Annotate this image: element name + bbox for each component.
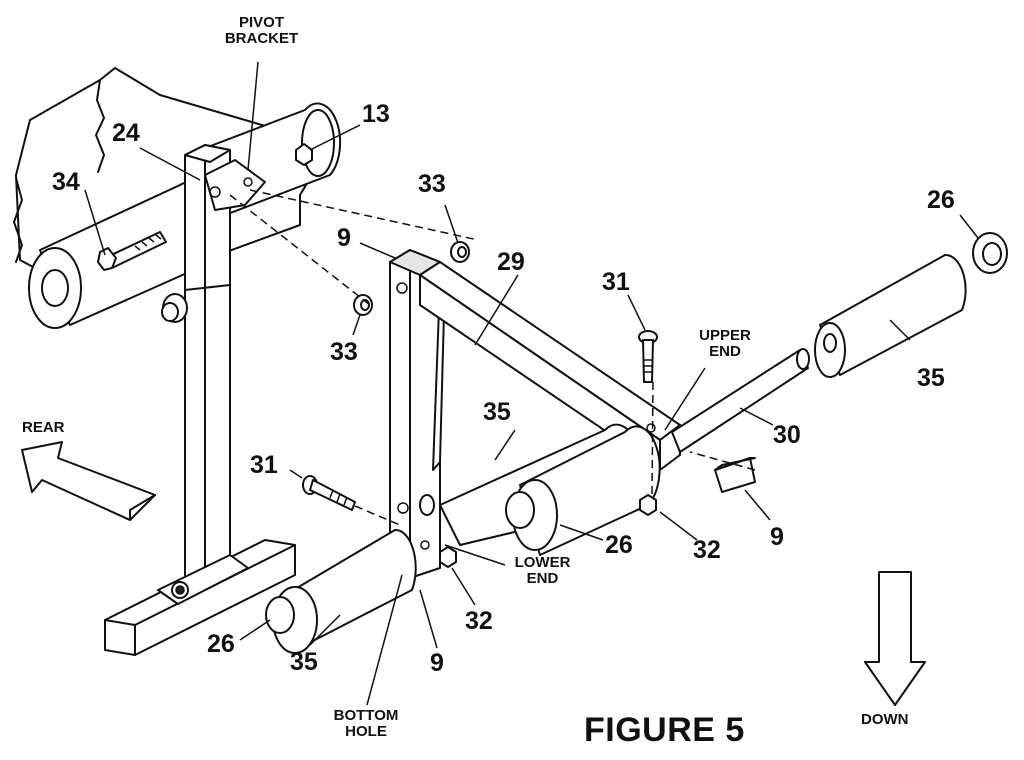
down-label: DOWN xyxy=(861,711,909,728)
part-9-top-label: 9 xyxy=(337,224,351,252)
upper-end-label: UPPER END xyxy=(699,327,751,360)
part-30-label: 30 xyxy=(773,421,801,449)
rear-base-tube xyxy=(104,539,296,656)
part-31-left-label: 31 xyxy=(250,451,278,479)
part-32-right-label: 32 xyxy=(693,536,721,564)
front-upright xyxy=(389,249,446,579)
part-35-mid-label: 35 xyxy=(483,398,511,426)
part-32-bottom-label: 32 xyxy=(465,607,493,635)
part-35-right-label: 35 xyxy=(917,364,945,392)
part-26-right-label: 26 xyxy=(927,186,955,214)
part-24-label: 24 xyxy=(112,119,140,147)
top-tube xyxy=(419,261,681,471)
nut-upper xyxy=(639,494,657,516)
rear-arrow xyxy=(21,441,156,521)
part-9-right-label: 9 xyxy=(770,523,784,551)
part-29-label: 29 xyxy=(497,248,525,276)
pad-tube xyxy=(671,348,810,453)
part-9-bottom-label: 9 xyxy=(430,649,444,677)
leader-lines xyxy=(84,124,979,706)
bolt-upper xyxy=(638,330,658,383)
part-26-left-label: 26 xyxy=(207,630,235,658)
part-33-bottom-label: 33 xyxy=(330,338,358,366)
part-33-top-label: 33 xyxy=(418,170,446,198)
left-roller-pad xyxy=(265,528,417,654)
down-arrow xyxy=(864,571,926,706)
washer-lower xyxy=(353,294,373,316)
right-washer xyxy=(972,232,1008,274)
part-35-left-label: 35 xyxy=(290,648,318,676)
part-31-top-label: 31 xyxy=(602,268,630,296)
bottom-hole-label: BOTTOM HOLE xyxy=(333,707,399,740)
bolt-lower xyxy=(302,475,356,511)
rear-label: REAR xyxy=(22,419,65,436)
middle-roller-pad xyxy=(439,423,661,556)
right-roller-pad xyxy=(814,253,967,378)
nut-lower xyxy=(439,546,457,568)
assembly-lines xyxy=(229,189,756,526)
pivot-bracket xyxy=(204,61,313,211)
figure-title: FIGURE 5 xyxy=(584,711,745,749)
lower-end-label: LOWER END xyxy=(514,554,571,587)
part-26-mid-label: 26 xyxy=(605,531,633,559)
washer-upper xyxy=(450,241,470,263)
end-cap xyxy=(714,457,756,493)
pivot-bracket-label: PIVOT BRACKET xyxy=(224,14,299,47)
part-13-label: 13 xyxy=(362,100,390,128)
part-34-label: 34 xyxy=(52,168,80,196)
